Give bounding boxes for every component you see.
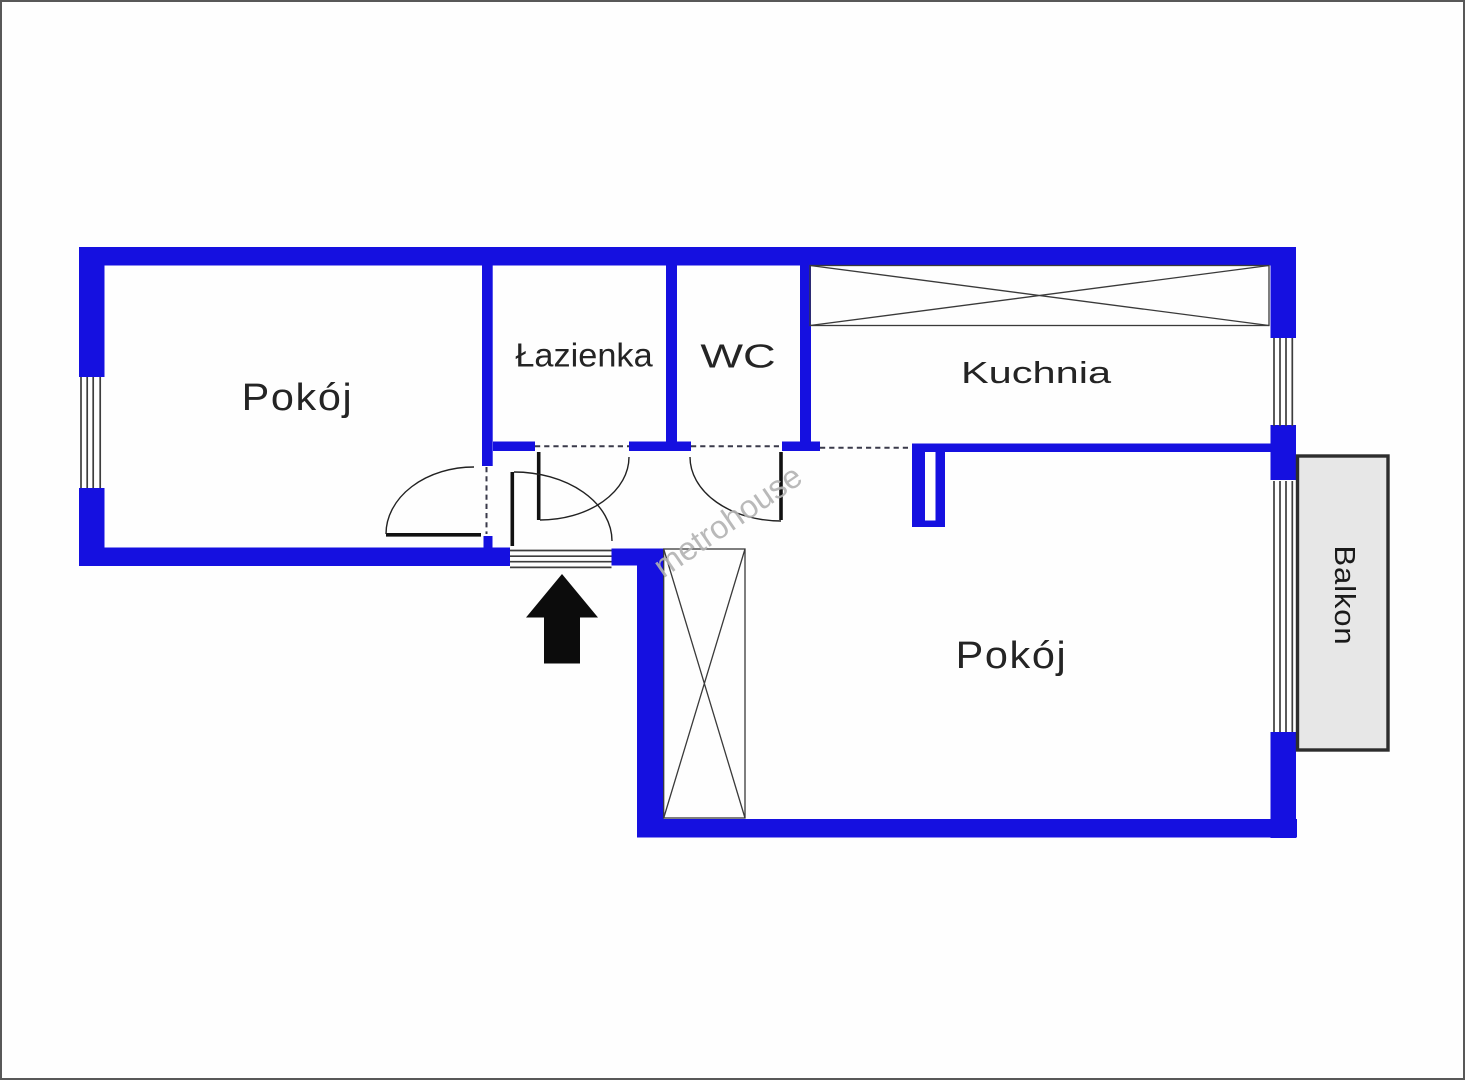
svg-text:Balkon: Balkon [1328, 546, 1360, 646]
svg-text:Pokój: Pokój [956, 635, 1068, 677]
svg-text:Kuchnia: Kuchnia [961, 355, 1112, 390]
svg-text:Łazienka: Łazienka [515, 338, 653, 374]
svg-text:WC: WC [700, 338, 775, 375]
svg-text:Pokój: Pokój [242, 377, 354, 419]
